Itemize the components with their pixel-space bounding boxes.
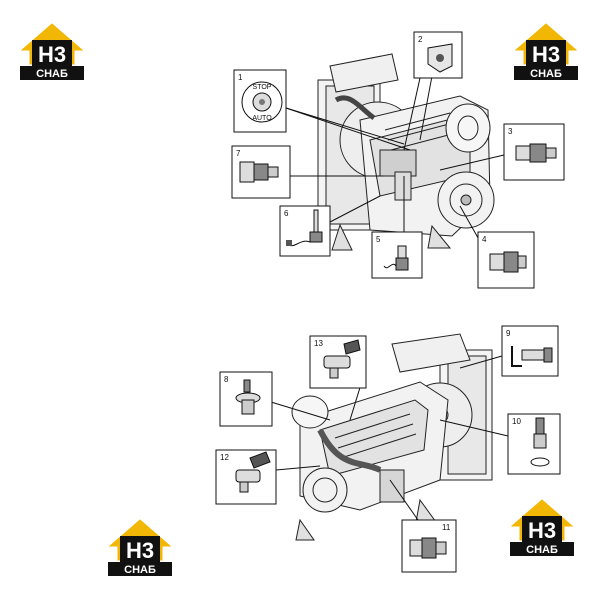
callout-label: 1 — [238, 73, 243, 82]
callout-label: 2 — [418, 35, 423, 44]
callout-8: 8 — [219, 371, 273, 427]
callout-10: 10 — [507, 413, 561, 475]
callout-3: 3 — [503, 123, 565, 181]
callout-6: 6 — [279, 205, 331, 257]
coolant-level-switch-icon — [511, 346, 553, 367]
callout-label: 6 — [284, 209, 289, 218]
callout-1: 1 STOP AUTO — [233, 69, 287, 133]
callout-label: 11 — [442, 523, 451, 532]
callout-label: 7 — [236, 149, 241, 158]
position-sensor-icon — [235, 451, 271, 493]
callout-9: 9 — [501, 325, 559, 377]
callout-12: 12 — [215, 449, 277, 505]
callout-11: 11 — [401, 519, 457, 573]
logo-subtitle: СНАБ — [36, 68, 68, 80]
callout-7: 7 — [231, 145, 291, 199]
logo-letters: H3 — [126, 538, 154, 563]
logo-top-right: H3 СНАБ — [513, 23, 579, 81]
callout-label: 3 — [508, 127, 513, 136]
callout-label: 4 — [482, 235, 487, 244]
pressure-sensor-icon — [515, 143, 557, 163]
logo-subtitle: СНАБ — [530, 68, 562, 80]
pressure-sensor-icon — [239, 161, 279, 183]
temperature-sensor-icon — [530, 417, 550, 467]
logo-letters: H3 — [38, 42, 66, 67]
callout-label: 8 — [224, 375, 229, 384]
callout-5: 5 — [371, 231, 423, 279]
engine-bottom — [291, 333, 493, 541]
callout-label: 10 — [512, 417, 521, 426]
pressure-sensor-icon — [489, 251, 527, 273]
callout-label: 5 — [376, 235, 381, 244]
position-sensor-icon — [323, 339, 361, 379]
callout-2: 2 — [413, 31, 463, 79]
callout-13: 13 — [309, 335, 367, 389]
level-sensor-icon — [383, 245, 409, 271]
logo-bottom-left: H3 СНАБ — [107, 519, 173, 577]
stop-text: STOP — [253, 84, 272, 91]
temperature-probe-icon — [286, 209, 323, 247]
engine-top — [317, 53, 495, 251]
logo-subtitle: СНАБ — [124, 564, 156, 576]
callout-label: 13 — [314, 339, 323, 348]
callout-4: 4 — [477, 231, 535, 289]
logo-letters: H3 — [532, 42, 560, 67]
callout-label: 12 — [220, 453, 229, 462]
logo-bottom-right: H3 СНАБ — [509, 499, 575, 557]
logo-top-left: H3 СНАБ — [19, 23, 85, 81]
logo-subtitle: СНАБ — [526, 544, 558, 556]
speed-sensor-icon — [235, 379, 261, 415]
pressure-sensor-icon — [409, 537, 447, 559]
logo-letters: H3 — [528, 518, 556, 543]
auto-text: AUTO — [252, 115, 272, 122]
callout-label: 9 — [506, 329, 511, 338]
